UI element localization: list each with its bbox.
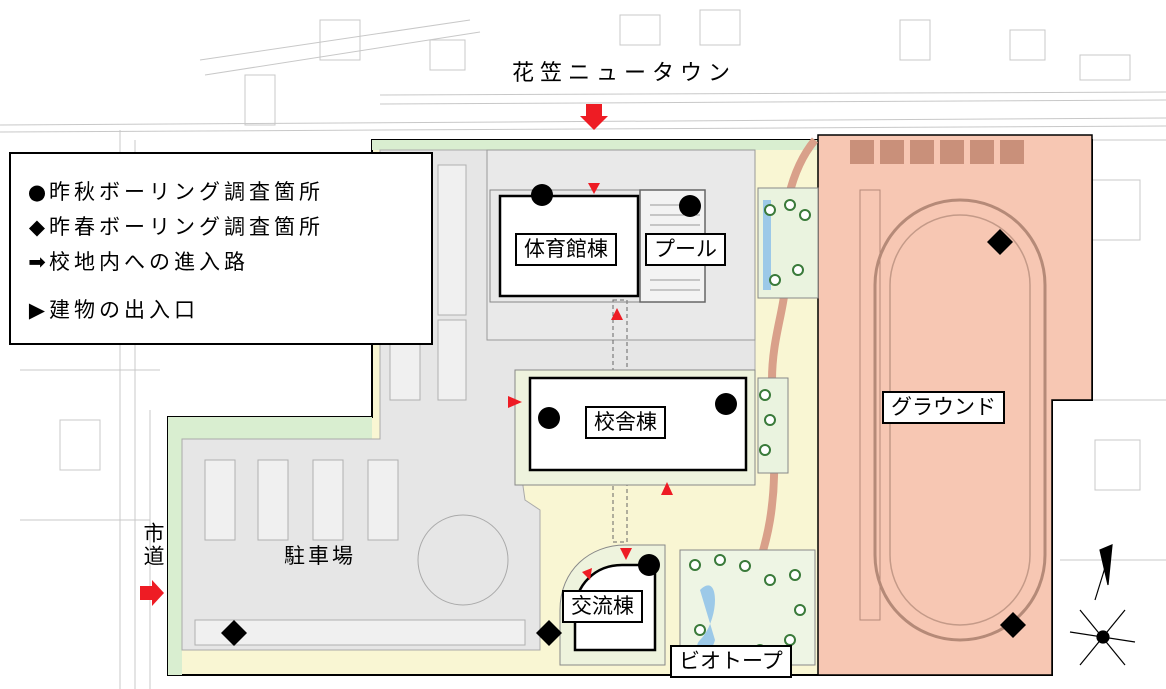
spring-boring-points: [221, 229, 1026, 646]
legend-item-building-entrance: ▶建物の出入口: [25, 294, 199, 324]
map-legend: ●昨秋ボーリング調査箇所 ◆昨春ボーリング調査箇所 ➡校地内への進入路 ▶建物の…: [9, 152, 433, 345]
trees: [689, 199, 811, 656]
legend-item-label: 校地内への進入路: [49, 250, 249, 274]
ground-label: グラウンド: [882, 391, 1005, 424]
legend-item-label: 昨春ボーリング調査箇所: [49, 215, 324, 239]
parking-label: 駐車場: [284, 544, 356, 568]
legend-item-label: 建物の出入口: [49, 298, 199, 322]
exchange-label: 交流棟: [562, 590, 643, 623]
building-entrance-markers: [508, 183, 673, 580]
autumn-boring-points: [531, 184, 737, 576]
side-road-label: 市道: [141, 522, 165, 568]
parking-stalls: [194, 164, 526, 646]
circle-icon: ●: [27, 180, 47, 204]
legend-item-autumn-boring: ●昨秋ボーリング調査箇所: [25, 176, 324, 206]
legend-item-spring-boring: ◆昨春ボーリング調査箇所: [25, 211, 324, 241]
pool-label: プール: [645, 233, 726, 266]
neighborhood-lines: [0, 9, 1166, 689]
site-entrance-arrows: [140, 104, 608, 606]
school-building-label: 校舎棟: [585, 406, 666, 439]
biotope-label: ビオトープ: [670, 645, 792, 678]
right-arrow-icon: ➡: [28, 250, 46, 274]
gym-label: 体育館棟: [515, 233, 617, 266]
triangle-right-icon: ▶: [28, 298, 46, 322]
north-arrow-icon: [1069, 544, 1136, 666]
diamond-icon: ◆: [28, 215, 46, 239]
ground-seating: [850, 140, 1024, 164]
legend-item-approach-route: ➡校地内への進入路: [25, 246, 249, 276]
top-road-label: 花笠ニュータウン: [512, 61, 737, 86]
legend-item-label: 昨秋ボーリング調査箇所: [49, 180, 324, 204]
